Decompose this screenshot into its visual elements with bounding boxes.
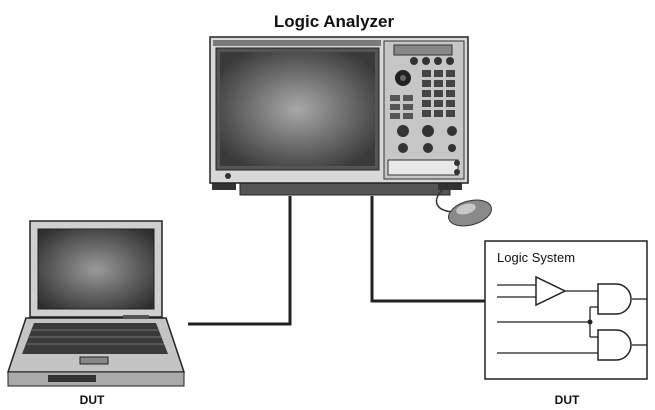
logic-circuit — [497, 284, 647, 354]
laptop-icon — [6, 220, 186, 387]
mouse-icon — [435, 184, 492, 227]
logic-analyzer-icon — [209, 36, 469, 196]
logic-system-label: Logic System — [497, 250, 575, 265]
and-gate-icon — [597, 329, 632, 361]
junction-dot — [587, 319, 593, 325]
and-gate-icon — [597, 283, 632, 315]
connection-cables — [188, 196, 485, 326]
dut-label-right: DUT — [555, 393, 580, 407]
buffer-gate-icon — [535, 275, 567, 307]
diagram-title: Logic Analyzer — [274, 12, 395, 31]
dut-label-left: DUT — [80, 393, 105, 407]
